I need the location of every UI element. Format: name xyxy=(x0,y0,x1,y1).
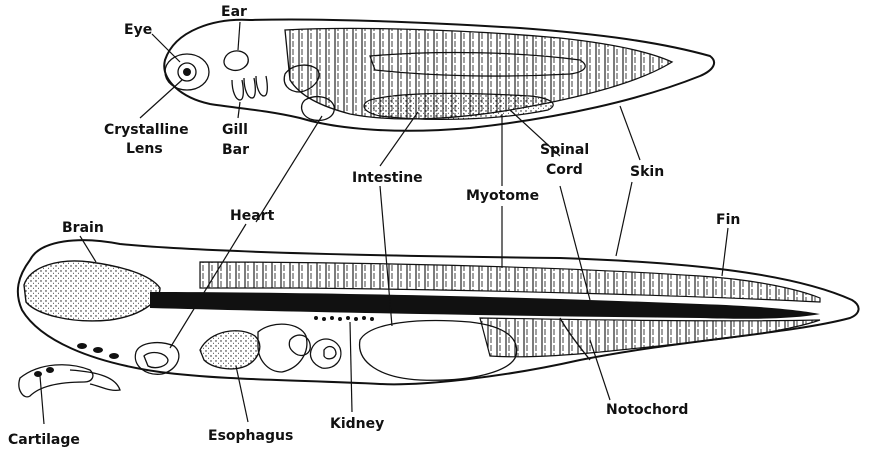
label-gill-bar-line2: Bar xyxy=(222,142,249,158)
bottom-heart xyxy=(135,343,179,375)
leader-crystalline-lens xyxy=(140,80,182,118)
label-ear: Ear xyxy=(221,4,247,20)
gill-bars xyxy=(232,76,267,100)
label-intestine: Intestine xyxy=(352,170,423,186)
label-skin: Skin xyxy=(630,164,664,180)
label-kidney: Kidney xyxy=(330,416,384,432)
bottom-gut-loops xyxy=(200,324,341,372)
bottom-heart-chamber xyxy=(144,353,168,368)
label-eye: Eye xyxy=(124,22,152,38)
bottom-myotome-lower xyxy=(480,318,820,357)
label-spinal-cord-line2: Cord xyxy=(546,162,583,178)
top-larva-figure xyxy=(164,19,714,130)
ear-icon xyxy=(224,51,248,70)
label-myotome: Myotome xyxy=(466,188,539,204)
top-intestine xyxy=(364,93,553,119)
kidney-dots xyxy=(314,316,374,321)
leader-kidney xyxy=(350,322,352,412)
leader-gill-bar xyxy=(238,102,240,118)
leader-skin-bottom xyxy=(616,182,632,256)
bottom-larva-figure xyxy=(18,240,859,397)
leader-esophagus xyxy=(236,366,248,422)
label-notochord: Notochord xyxy=(606,402,688,418)
leader-skin-top xyxy=(620,106,640,160)
leader-intestine-top xyxy=(380,112,418,166)
eye-icon xyxy=(165,54,209,90)
label-crystalline-lens-line2: Lens xyxy=(126,141,163,157)
label-fin: Fin xyxy=(716,212,740,228)
leader-ear xyxy=(238,22,240,50)
cartilage-pieces xyxy=(19,343,120,397)
label-crystalline-lens-line1: Crystalline xyxy=(104,122,189,138)
label-esophagus: Esophagus xyxy=(208,428,293,444)
label-spinal-cord-line1: Spinal xyxy=(540,142,589,158)
label-gill-bar-line1: Gill xyxy=(222,122,248,138)
label-brain: Brain xyxy=(62,220,104,236)
leader-cartilage xyxy=(40,376,44,424)
bottom-brain xyxy=(24,261,160,321)
label-heart: Heart xyxy=(230,208,275,224)
label-cartilage: Cartilage xyxy=(8,432,80,448)
leader-heart-top xyxy=(256,116,322,222)
